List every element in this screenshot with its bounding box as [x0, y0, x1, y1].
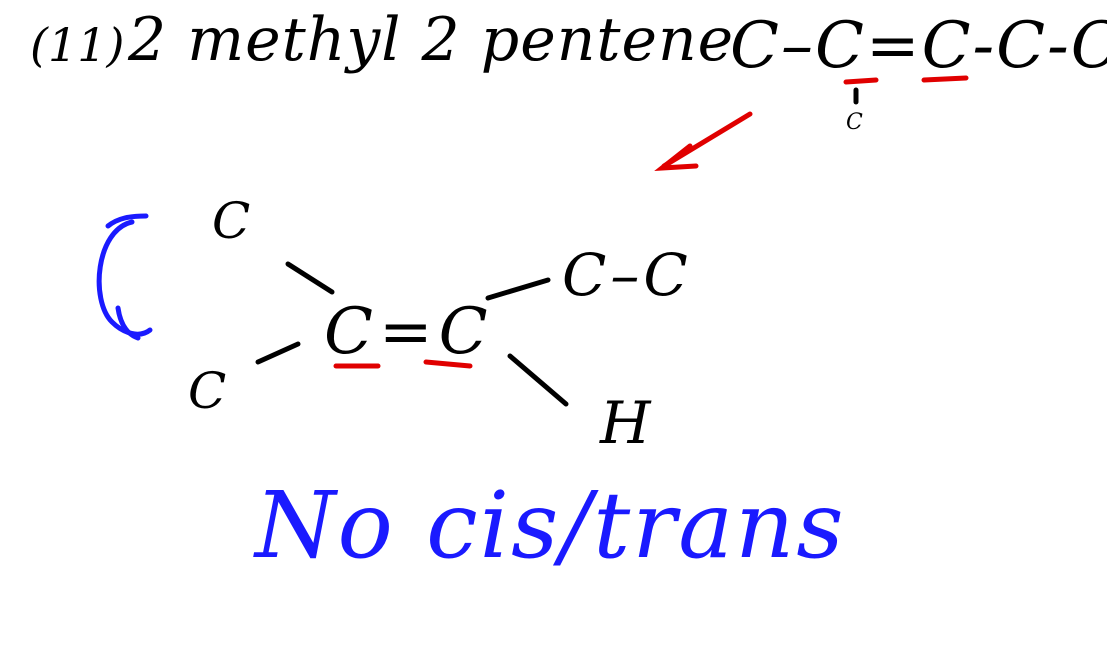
left-top-carbon: C — [212, 192, 251, 250]
bond-left-bottom — [255, 341, 301, 365]
arrow-head — [654, 143, 699, 171]
double-bond-carbons: C=C — [324, 295, 494, 369]
underline-formula-c3 — [921, 75, 969, 83]
ethyl-group: C–C — [562, 241, 692, 309]
bond-strokes — [255, 87, 859, 407]
red-highlights — [333, 75, 969, 369]
underline-structure-c2 — [423, 359, 473, 369]
bond-right-bottom — [507, 353, 569, 407]
condensed-formula: C–C=C-C-C — [730, 9, 1107, 83]
underline-formula-c2 — [843, 77, 879, 85]
hydrogen-atom: H — [600, 389, 651, 457]
methyl-branch-label: C — [846, 110, 863, 135]
left-bottom-carbon: C — [188, 362, 227, 420]
no-cis-trans-note: No cis/trans — [255, 472, 846, 579]
bond-right-top — [485, 277, 551, 301]
rotation-arrow-icon — [96, 213, 153, 341]
bond-left-top — [285, 261, 335, 295]
problem-title: 2 methyl 2 pentene — [128, 5, 735, 75]
problem-number: (11) — [30, 18, 125, 72]
